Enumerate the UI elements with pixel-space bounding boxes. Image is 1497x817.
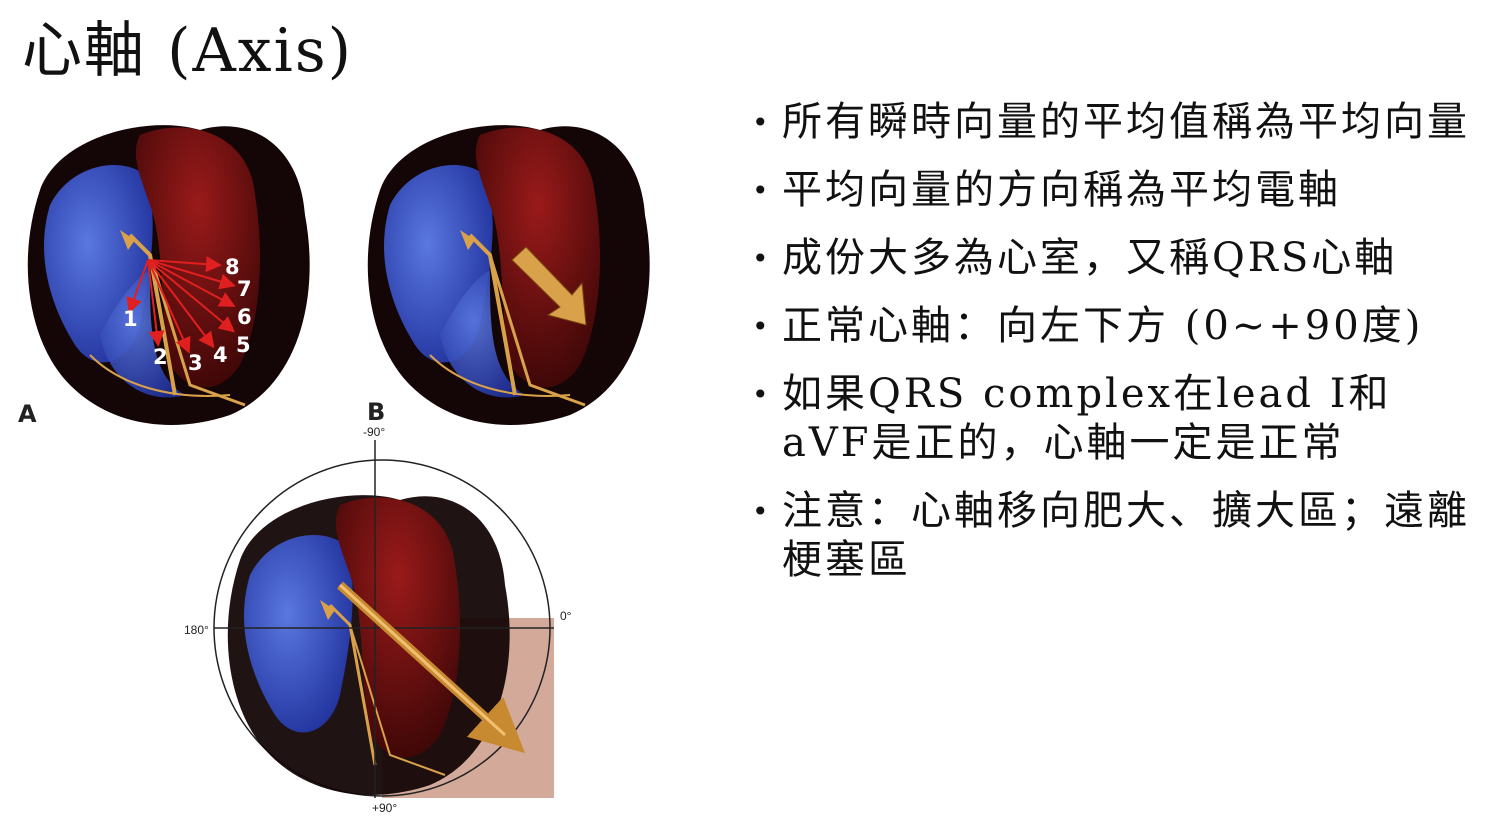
axis-circle bbox=[213, 440, 554, 798]
heart-a bbox=[27, 125, 310, 425]
heart-illustrations bbox=[27, 125, 650, 798]
bullet-item: • 注意：心軸移向肥大、擴大區；遠離梗塞區 bbox=[752, 487, 1472, 585]
bullet-item: • 如果QRS complex在lead I和aVF是正的，心軸一定是正常 bbox=[752, 370, 1472, 468]
bullet-list: • 所有瞬時向量的平均值稱為平均向量 • 平均向量的方向稱為平均電軸 • 成份大多為心… bbox=[752, 98, 1472, 604]
vector-number: 8 bbox=[225, 255, 240, 279]
bullet-dot-icon: • bbox=[752, 310, 772, 343]
bullet-text: 如果QRS complex在lead I和aVF是正的，心軸一定是正常 bbox=[782, 371, 1392, 466]
bullet-dot-icon: • bbox=[752, 495, 772, 528]
bullet-dot-icon: • bbox=[752, 106, 772, 139]
bullet-dot-icon: • bbox=[752, 378, 772, 411]
bullet-dot-icon: • bbox=[752, 174, 772, 207]
vector-number: 4 bbox=[213, 343, 228, 367]
bullet-text: 平均向量的方向稱為平均電軸 bbox=[782, 167, 1341, 213]
bullet-text: 注意：心軸移向肥大、擴大區；遠離梗塞區 bbox=[782, 488, 1470, 583]
bullet-text: 所有瞬時向量的平均值稱為平均向量 bbox=[782, 99, 1470, 145]
vector-number: 5 bbox=[236, 333, 251, 357]
axis-degree-right: 0° bbox=[560, 609, 572, 623]
bullet-item: • 所有瞬時向量的平均值稱為平均向量 bbox=[752, 98, 1472, 147]
axis-degree-left: 180° bbox=[184, 623, 209, 637]
vector-number: 2 bbox=[153, 345, 168, 369]
axis-degree-top: -90° bbox=[363, 425, 386, 439]
bullet-text: 正常心軸：向左下方 (0~+90度) bbox=[782, 303, 1424, 349]
slide-title: 心軸 (Axis) bbox=[22, 16, 354, 86]
vector-number: 1 bbox=[123, 307, 138, 331]
bullet-item: • 成份大多為心室，又稱QRS心軸 bbox=[752, 234, 1472, 283]
heart-b bbox=[367, 125, 650, 425]
panel-b-label: B bbox=[367, 398, 386, 426]
bullet-text: 成份大多為心室，又稱QRS心軸 bbox=[782, 235, 1398, 281]
panel-a-label: A bbox=[18, 400, 37, 428]
vector-number: 7 bbox=[237, 277, 252, 301]
bullet-item: • 平均向量的方向稱為平均電軸 bbox=[752, 166, 1472, 215]
bullet-item: • 正常心軸：向左下方 (0~+90度) bbox=[752, 302, 1472, 351]
bullet-dot-icon: • bbox=[752, 242, 772, 275]
heart-axis-figure: A B 1 2 3 4 5 6 7 8 -90° 0° 180° +90° bbox=[0, 95, 720, 817]
vector-number: 6 bbox=[237, 305, 252, 329]
axis-degree-bottom: +90° bbox=[372, 801, 398, 815]
vector-number: 3 bbox=[188, 351, 203, 375]
